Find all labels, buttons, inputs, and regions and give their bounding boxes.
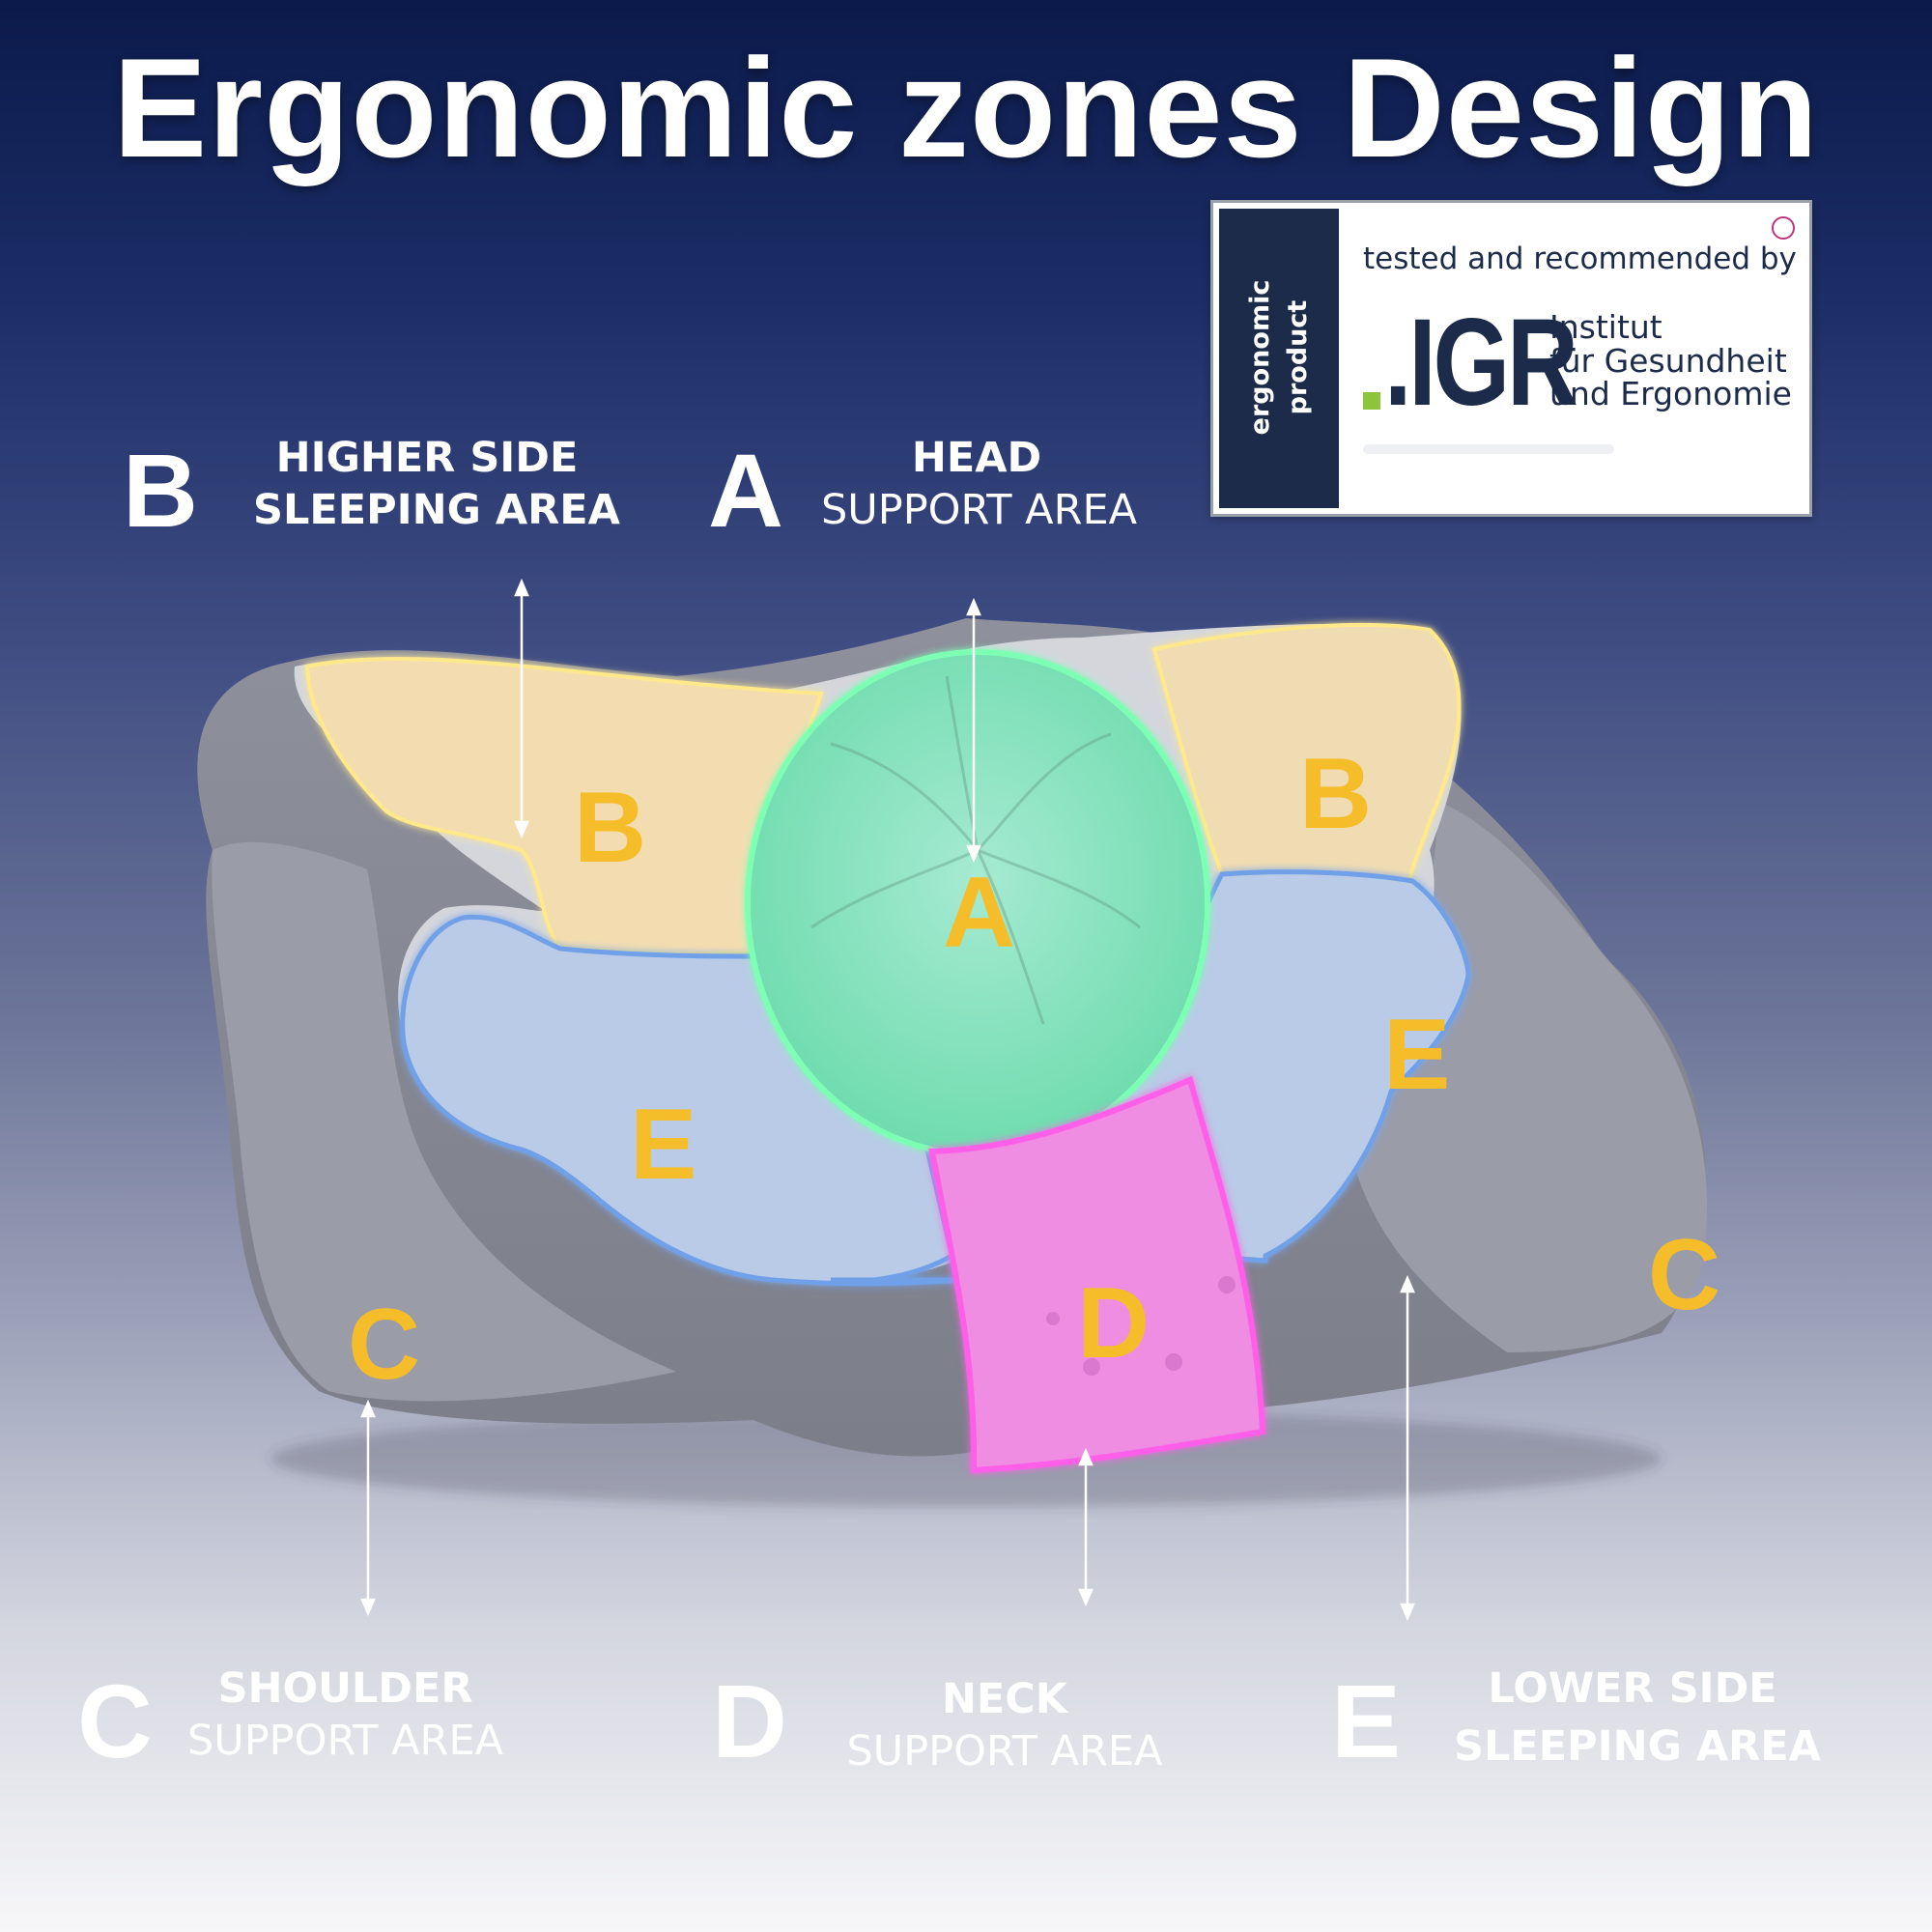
badge-institute-name: Institut für Gesundheit und Ergonomie [1549, 308, 1792, 413]
legend-c-line2: SUPPORT AREA [186, 1716, 504, 1765]
zone-b-right-label: B [1299, 738, 1373, 850]
legend-e-letter: E [1331, 1662, 1402, 1779]
legend-c-letter: C [77, 1662, 153, 1779]
zone-c-left-label: C [348, 1289, 421, 1401]
pointer-arrows [360, 578, 1415, 1622]
legend-a-line2: SUPPORT AREA [821, 485, 1138, 534]
legend-a-letter: A [708, 432, 783, 549]
zone-d-dimples [1046, 1276, 1236, 1376]
zone-b-right-shape [1151, 622, 1462, 882]
badge-circle-icon [1772, 216, 1795, 240]
zone-d-label: D [1077, 1267, 1151, 1379]
legend-e-line1: LOWER SIDE [1488, 1664, 1777, 1713]
legend-d-label: NECK SUPPORT AREA [840, 1674, 1169, 1778]
badge-strip [1219, 209, 1339, 508]
zone-e-right-label: E [1383, 999, 1451, 1111]
zone-b-left-label: B [574, 772, 647, 884]
legend-b-line2: SLEEPING AREA [253, 485, 620, 534]
page-title: Ergonomic zones Design [112, 29, 1820, 186]
legend-d-line2: SUPPORT AREA [846, 1726, 1163, 1776]
igr-green-dot-icon [1363, 392, 1380, 410]
igr-badge: ergonomic product tested and recommended… [1210, 200, 1812, 517]
pillow-left-wing [212, 841, 676, 1402]
badge-faint-line [1363, 444, 1614, 454]
legend-b-label: HIGHER SIDE SLEEPING AREA [253, 433, 620, 537]
legend-e-label: LOWER SIDE SLEEPING AREA [1454, 1660, 1821, 1776]
pillow-shadow [270, 1410, 1662, 1507]
legend-d-letter: D [712, 1662, 787, 1779]
institute-line3: und Ergonomie [1549, 375, 1792, 413]
legend-e-line2: SLEEPING AREA [1454, 1722, 1821, 1772]
zone-a-label: A [943, 857, 1016, 969]
legend-b-line1: HIGHER SIDE [275, 434, 579, 482]
legend-d-line1: NECK [941, 1675, 1068, 1723]
institute-line2: für Gesundheit [1549, 341, 1787, 380]
legend-a-line1: HEAD [911, 434, 1042, 482]
badge-tested-text: tested and recommended by [1363, 242, 1797, 276]
legend-a-label: HEAD SUPPORT AREA [821, 433, 1138, 537]
legend-b-letter: B [123, 432, 198, 549]
zone-c-right-label: C [1648, 1219, 1721, 1331]
zone-e-left-label: E [630, 1089, 697, 1201]
igr-logo: .IGR [1384, 294, 1578, 432]
legend-c-line1: SHOULDER [217, 1664, 473, 1713]
zone-d-shape [928, 1075, 1266, 1474]
legend-c-label: SHOULDER SUPPORT AREA [184, 1663, 507, 1768]
institute-line1: Institut [1549, 308, 1662, 346]
